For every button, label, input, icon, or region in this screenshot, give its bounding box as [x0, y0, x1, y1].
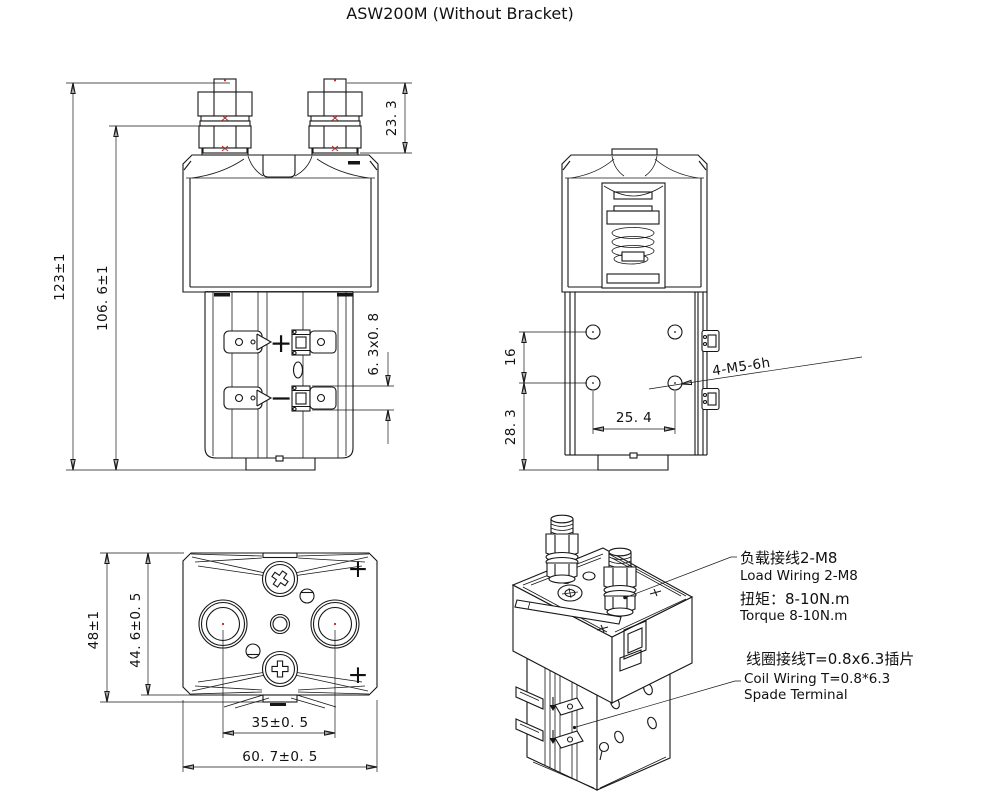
dim-overall-height: 123±1	[52, 253, 68, 301]
top-screw-lower	[261, 650, 299, 688]
dim-overall-width: 60. 7±0. 5	[242, 749, 317, 765]
front-coil-body	[204, 291, 354, 471]
torque-label-en: Torque 8-10N.m	[739, 608, 847, 624]
top-dimensions: 48±1 44. 6±0. 5 35±0. 5 60. 7±0. 5	[86, 552, 378, 772]
top-body: + +	[182, 552, 378, 709]
load-wiring-leader	[623, 556, 737, 600]
front-dimensions: 123±1 106. 6±1 23. 3 6. 3x0. 8	[52, 82, 412, 471]
side-lower-body	[564, 291, 720, 471]
iso-side-recess	[619, 620, 647, 672]
iso-top-face-details	[557, 571, 662, 633]
load-wiring-label-en: Load Wiring 2-M8	[740, 568, 858, 584]
side-spade-terminals	[701, 329, 720, 411]
top-view: + + 48±1 44. 6±0. 5 35±0. 5 60. 7±0. 5	[86, 552, 378, 772]
dim-terminal-spacing: 35±0. 5	[251, 715, 308, 731]
iso-keyhole	[598, 741, 610, 761]
top-terminal-left	[198, 599, 248, 649]
front-view: + −	[52, 78, 412, 471]
top-corner-mark-lower: +	[348, 660, 369, 689]
front-coil-terminal-positive: +	[223, 328, 337, 359]
mounting-thread-callout: 4-M5-6h	[711, 355, 771, 379]
iso-stud-right	[603, 547, 637, 617]
side-view: 16 28. 3 25. 4 4-M5-6h	[503, 148, 863, 471]
dim-coil-tab: 6. 3x0. 8	[366, 312, 382, 375]
front-stud-left	[197, 78, 253, 154]
drawing-title: ASW200M (Without Bracket)	[346, 4, 573, 23]
side-mechanism	[601, 182, 666, 289]
coil-wiring-label-cn: 线圈接线T=0.8x6.3插片	[746, 650, 914, 668]
front-coil-terminal-negative: −	[223, 383, 337, 414]
torque-label-cn: 扭矩：8-10N.m	[740, 590, 850, 608]
polarity-plus-label: +	[270, 328, 293, 359]
iso-polarity-arrows	[549, 697, 557, 744]
coil-wiring-leader	[572, 680, 741, 730]
callout-annotations: 负载接线2-M8 Load Wiring 2-M8 扭矩：8-10N.m Tor…	[572, 549, 914, 730]
top-corner-mark-upper: +	[348, 554, 369, 583]
load-wiring-label-cn: 负载接线2-M8	[740, 549, 837, 567]
dim-overall-depth: 48±1	[86, 611, 102, 650]
front-housing	[182, 148, 379, 293]
iso-spade-blades	[554, 697, 584, 749]
dim-stud-height: 23. 3	[384, 100, 400, 136]
dim-body-height: 106. 6±1	[95, 265, 111, 331]
dim-hole-to-base: 28. 3	[503, 409, 519, 445]
isometric-view	[511, 514, 694, 791]
dim-hole-vertical-spacing: 16	[503, 348, 519, 366]
iso-front-lip	[514, 599, 622, 625]
dim-body-depth: 44. 6±0. 5	[128, 592, 144, 667]
iso-coil-tabs	[515, 686, 544, 742]
polarity-minus-label: −	[270, 383, 293, 414]
front-stud-right	[307, 78, 363, 154]
dim-hole-horizontal-spacing: 25. 4	[616, 410, 652, 426]
coil-wiring-label-en: Coil Wiring T=0.8*6.3	[744, 671, 890, 687]
top-ribs	[190, 553, 370, 695]
top-screw-upper	[261, 560, 299, 598]
spade-terminal-label-en: Spade Terminal	[744, 687, 848, 703]
iso-stud-left	[545, 514, 579, 584]
side-mounting-holes	[585, 324, 683, 391]
